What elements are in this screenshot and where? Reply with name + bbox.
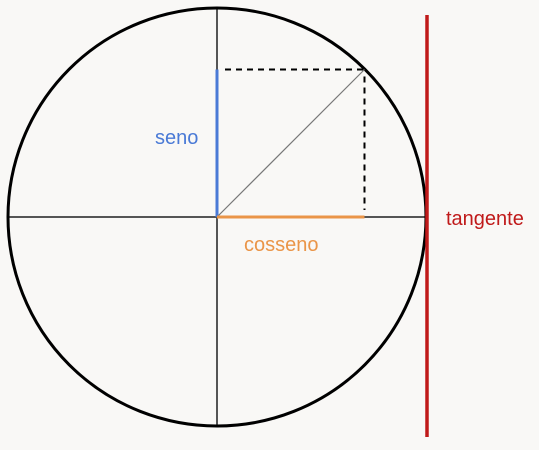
tangent-label: tangente <box>446 208 524 230</box>
sine-label: seno <box>155 127 198 149</box>
cosine-label: cosseno <box>244 234 319 256</box>
radius-line <box>216 69 365 218</box>
